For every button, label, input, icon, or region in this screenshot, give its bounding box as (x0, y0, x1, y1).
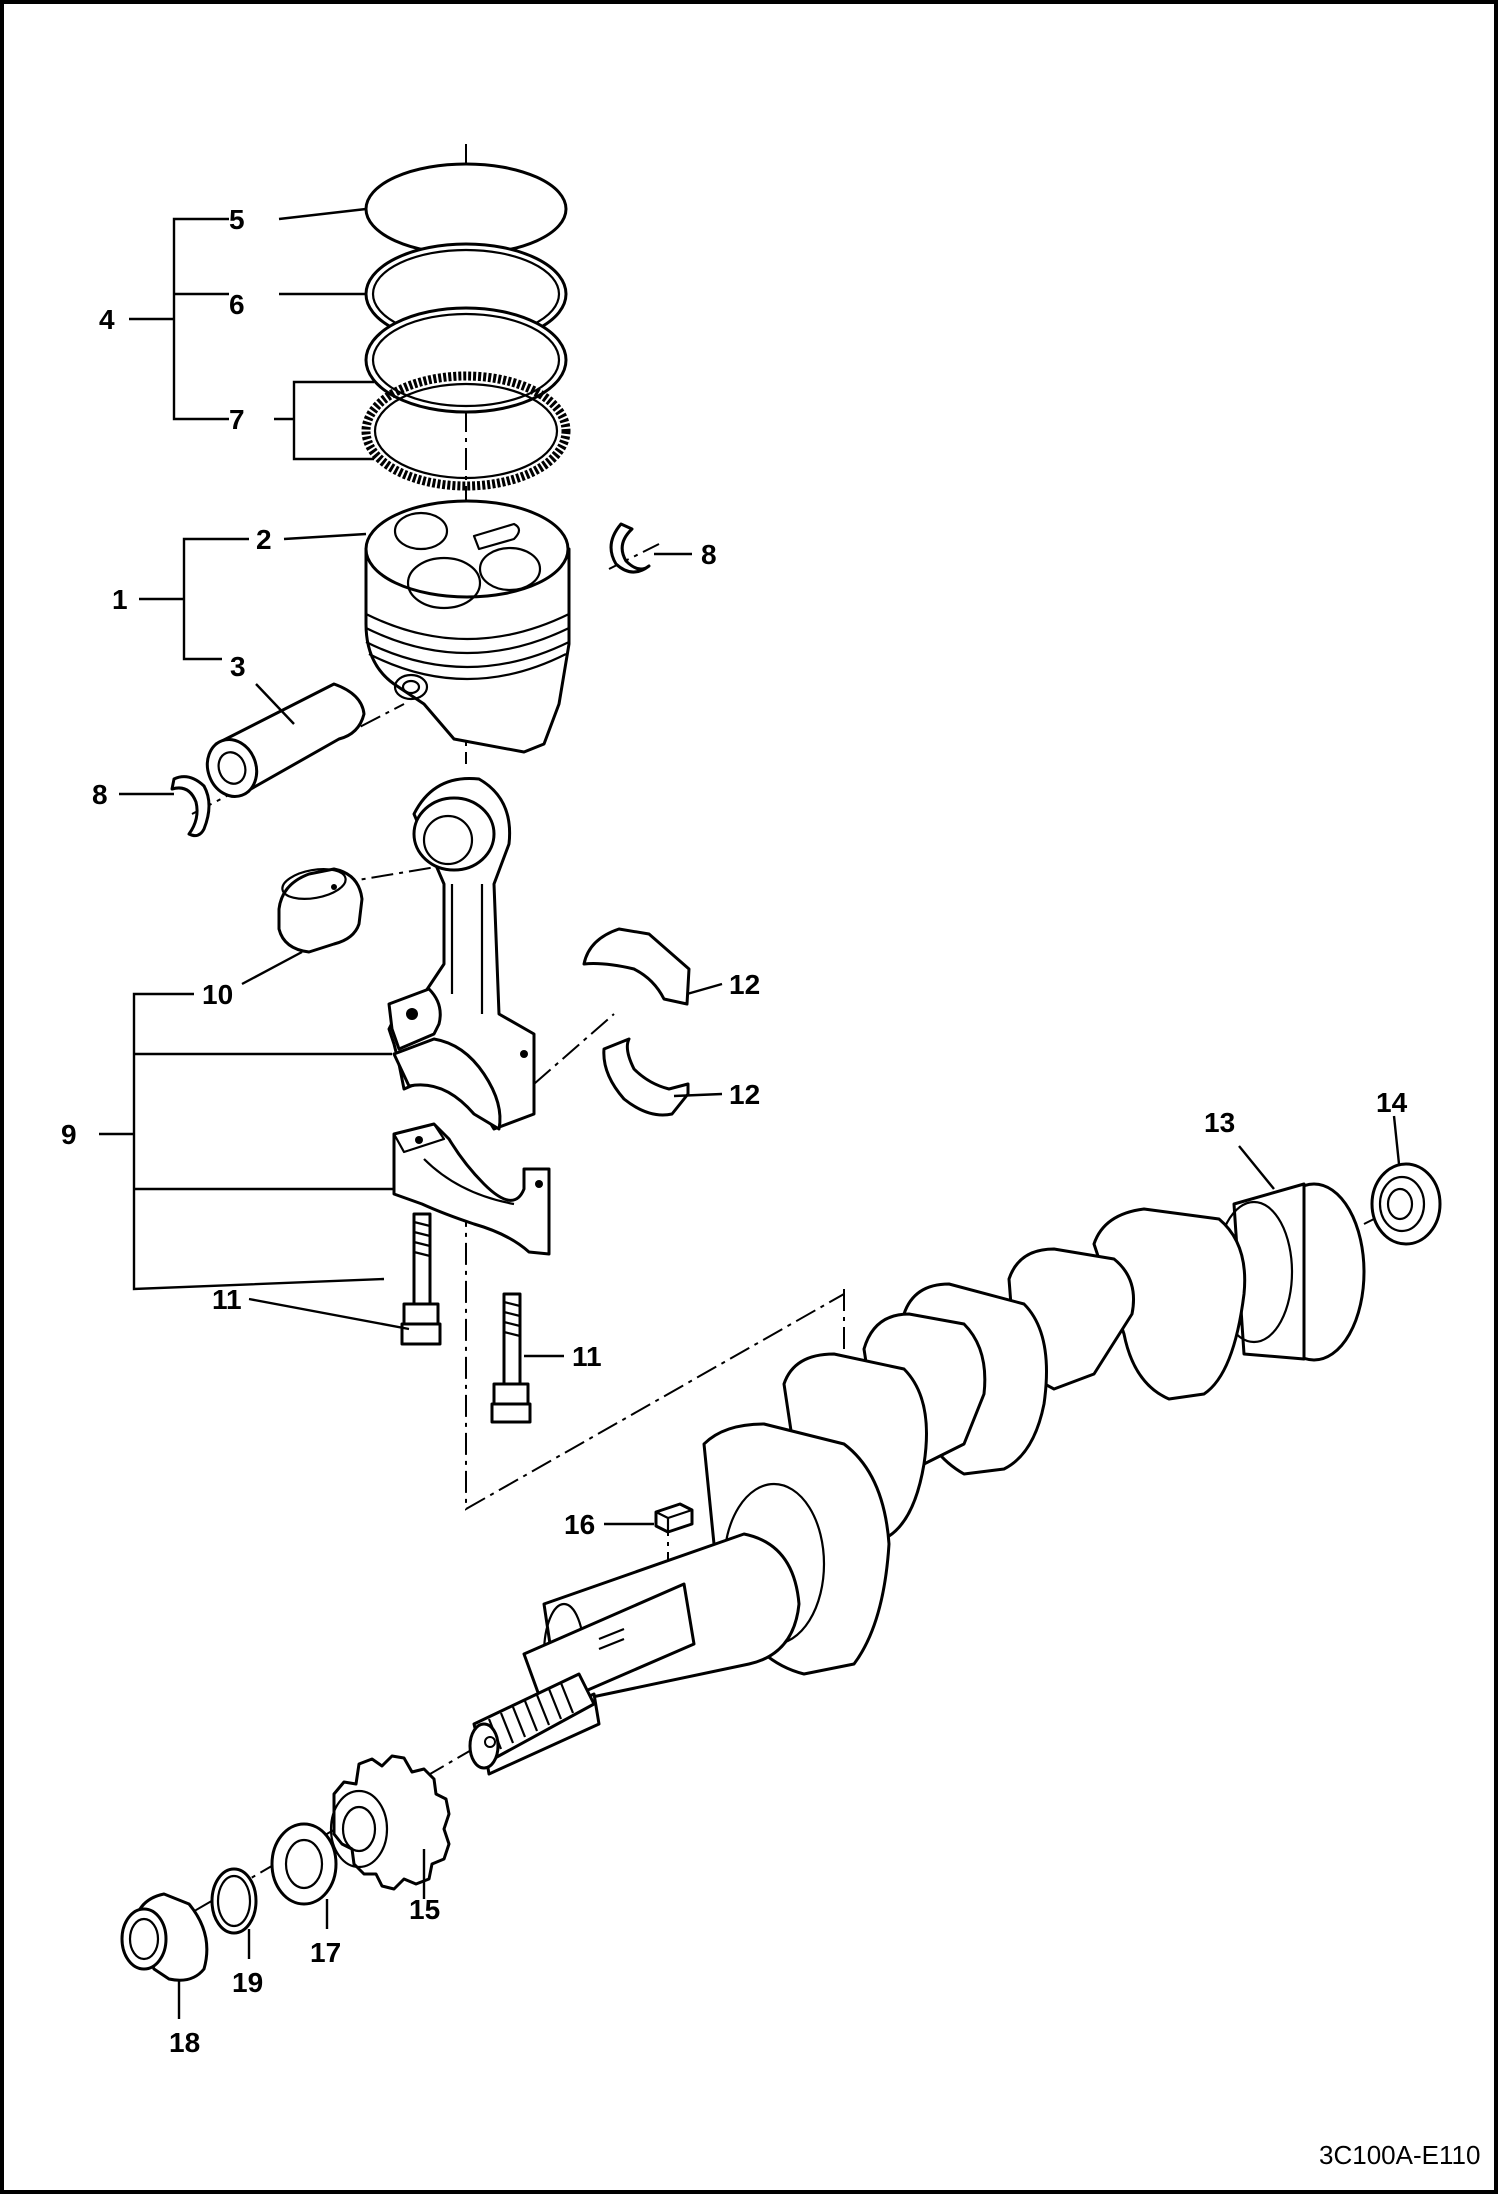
callout-15: 15 (409, 1894, 440, 1925)
ball-bearing (1370, 1162, 1442, 1246)
callout-14: 14 (1376, 1087, 1408, 1118)
figure-code: 3C100A-E110 (1319, 2140, 1480, 2170)
connecting-rod-cap (392, 1122, 551, 1256)
o-ring (210, 1867, 258, 1935)
front-collar (120, 1892, 209, 1982)
oil-ring (361, 371, 571, 491)
callout-9: 9 (61, 1119, 77, 1150)
callout-7: 7 (229, 404, 245, 435)
snap-ring-left (170, 775, 211, 838)
callout-11-right: 11 (572, 1341, 602, 1372)
crankshaft (468, 1182, 1366, 1776)
callout-12-lower: 12 (729, 1079, 760, 1110)
callout-6: 6 (229, 289, 245, 320)
callout-10: 10 (202, 979, 233, 1010)
callout-12-upper: 12 (729, 969, 760, 1000)
piston-ring-top (364, 162, 568, 256)
small-end-bushing (277, 867, 364, 954)
callout-19: 19 (232, 1967, 263, 1998)
callout-18: 18 (169, 2027, 200, 2058)
crank-gear (329, 1754, 451, 1891)
callouts: 5 6 4 7 2 1 3 8 8 10 12 12 9 13 14 11 11… (61, 204, 1408, 2058)
callout-13: 13 (1204, 1107, 1235, 1138)
callout-4: 4 (99, 304, 115, 335)
woodruff-key (654, 1502, 694, 1534)
callout-5: 5 (229, 204, 245, 235)
snap-ring-right (609, 522, 651, 574)
rod-bolt-left (400, 1212, 442, 1346)
thrust-washer (270, 1822, 338, 1906)
piston (364, 499, 571, 754)
bearing-shell-lower (602, 1037, 690, 1117)
connecting-rod (387, 776, 536, 1131)
piston-pin (205, 682, 366, 798)
callout-16: 16 (564, 1509, 595, 1540)
callout-11-left: 11 (212, 1284, 242, 1315)
callout-8-right: 8 (701, 539, 717, 570)
callout-2: 2 (256, 524, 272, 555)
exploded-parts-diagram: 5 6 4 7 2 1 3 8 8 10 12 12 9 13 14 11 11… (61, 144, 1480, 2170)
rod-bolt-right (490, 1292, 532, 1424)
callout-17: 17 (310, 1937, 341, 1968)
callout-8-left: 8 (92, 779, 108, 810)
callout-1: 1 (112, 584, 128, 615)
leader-lines (99, 207, 1401, 2019)
callout-3: 3 (230, 651, 246, 682)
center-lines (128, 144, 1415, 1950)
bearing-shell-upper (582, 927, 691, 1006)
